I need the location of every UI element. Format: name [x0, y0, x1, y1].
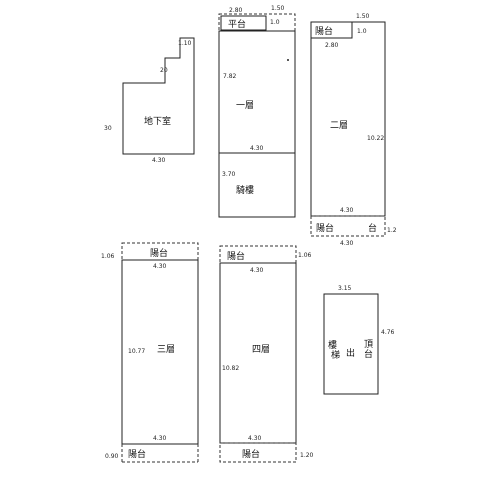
- roof-dim-top: 3.15: [338, 285, 352, 292]
- floor4-balcony-top-label: 陽台: [227, 250, 245, 262]
- floor3-plan: 陽台 1.06 4.30 10.77 三層 4.30 陽台 0.90: [101, 242, 199, 463]
- roof-label-b: 梯: [331, 349, 340, 361]
- floor2-dim-side: 1.2: [387, 227, 397, 234]
- roof-dim-right: 4.76: [381, 329, 395, 336]
- roof-label-c: 出: [346, 347, 355, 359]
- floor1-outline: [218, 30, 296, 218]
- floor2-outline: [310, 21, 386, 217]
- floor4-dim-bottom-right: 1.20: [300, 452, 314, 459]
- floor1-dim-top-a: 2.80: [229, 7, 243, 14]
- floor3-label: 三層: [157, 344, 175, 355]
- floor4-dim-top-right: 1.06: [298, 252, 312, 259]
- basement-plan: 1.10 20 30 4.30 地下室: [104, 37, 195, 164]
- floor2-dim-top-b: 2.80: [325, 42, 339, 49]
- floor4-dim-left: 10.82: [222, 365, 239, 372]
- floor2-balcony-bottom-dashed: [310, 215, 386, 237]
- floor4-balcony-bottom-label: 陽台: [242, 448, 260, 460]
- floor2-balcony-bottom-label: 陽台: [316, 222, 334, 234]
- roof-label-e: 台: [364, 348, 373, 360]
- floor1-dim-mid: 4.30: [250, 145, 264, 152]
- basement-label: 地下室: [144, 115, 171, 127]
- floor1-label: 一層: [236, 100, 254, 111]
- floor2-dim-bottom-b: 4.30: [340, 240, 354, 247]
- basement-dim-bottom: 4.30: [152, 157, 166, 164]
- floor4-balcony-bottom-dashed: [219, 442, 297, 463]
- floor3-balcony-top-label: 陽台: [150, 247, 168, 259]
- floor4-plan: 陽台 1.06 4.30 10.82 四層 4.30 陽台 1.20: [219, 245, 314, 463]
- floor3-dim-top: 4.30: [153, 263, 167, 270]
- floor1-balcony-box: [220, 15, 267, 31]
- floor1-plan: 平台 2.80 1.50 1.0 7.82 一層 4.30 3.70 騎樓: [218, 5, 296, 218]
- floor4-label: 四層: [252, 344, 270, 355]
- floor2-dim-right: 10.22: [367, 135, 384, 142]
- floor4-dim-bottom: 4.30: [248, 435, 262, 442]
- floor1-mark: [287, 59, 289, 61]
- floor2-balcony-bottom-char: 台: [368, 222, 377, 234]
- roof-label-d: 頂: [364, 339, 373, 350]
- floor2-balcony-top-label: 陽台: [315, 25, 333, 37]
- floor1-dim-low: 3.70: [222, 171, 236, 178]
- floor1-dim-left: 7.82: [223, 73, 237, 80]
- basement-dim-mid: 20: [160, 67, 168, 74]
- floor3-outline: [121, 259, 199, 445]
- roof-label-a: 樓: [328, 339, 337, 351]
- floor4-dim-top: 4.30: [250, 267, 264, 274]
- floor2-label: 二層: [330, 120, 348, 131]
- floor3-balcony-bottom-label: 陽台: [128, 448, 146, 460]
- floor3-dim-bottom: 4.30: [153, 435, 167, 442]
- floor2-dim-bottom: 4.30: [340, 207, 354, 214]
- floor1-balcony-label: 平台: [228, 18, 246, 30]
- floor1-dim-small: 1.0: [270, 19, 280, 26]
- floor2-balcony-top-box: [310, 21, 353, 39]
- roof-outline: [323, 293, 379, 395]
- floor2-dim-top-a: 1.50: [356, 13, 370, 20]
- floor1-annex-label: 騎樓: [236, 184, 254, 196]
- floor2-plan: 陽台 1.50 2.80 1.0 二層 10.22 4.30 陽台 台 4.30…: [310, 13, 397, 247]
- basement-outline: [122, 37, 195, 155]
- floor1-dim-top-b: 1.50: [271, 5, 285, 12]
- basement-dim-left: 30: [104, 125, 112, 132]
- floor3-dim-bottom-left: 0.90: [105, 453, 119, 460]
- basement-dim-top: 1.10: [178, 40, 192, 47]
- roof-plan: 3.15 4.76 樓 梯 出 頂 台: [323, 285, 395, 395]
- floor2-dim-small: 1.0: [357, 28, 367, 35]
- floor3-dim-left: 10.77: [128, 348, 145, 355]
- floor3-dim-top-left: 1.06: [101, 253, 115, 260]
